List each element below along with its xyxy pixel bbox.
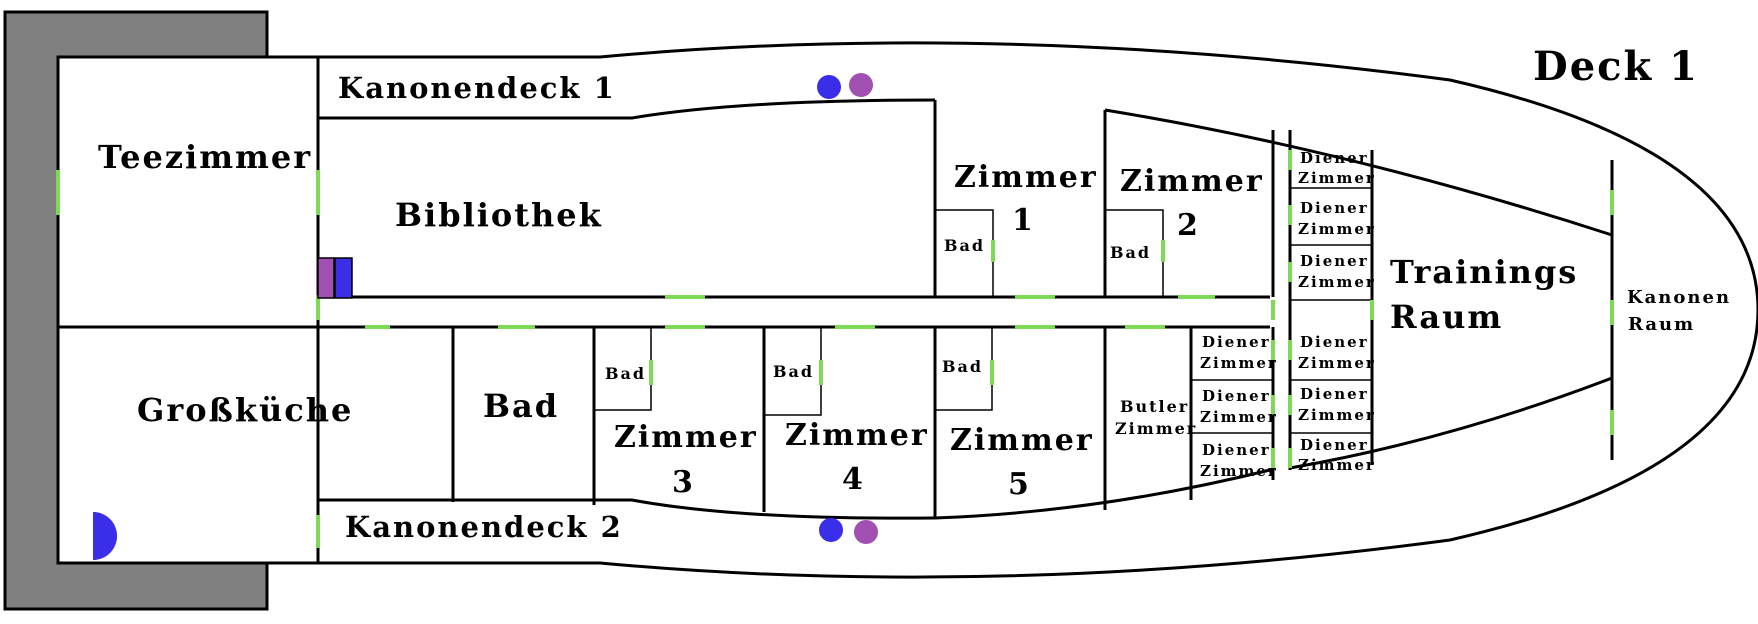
label-butler-zimmer-2: Zimmer [1115, 419, 1197, 438]
purple-marker-deck1 [849, 73, 873, 97]
label-diener-top-1b: Zimmer [1298, 169, 1376, 187]
label-butler-zimmer-1: Butler [1120, 397, 1189, 416]
label-bad-zimmer-4: Bad [773, 362, 814, 381]
label-diener-mid-1a: Diener [1202, 333, 1271, 351]
label-zimmer-2-number: 2 [1177, 208, 1200, 243]
label-diener-top-1a: Diener [1300, 149, 1369, 167]
label-diener-right-1b: Zimmer [1298, 354, 1376, 372]
label-diener-right-2a: Diener [1300, 385, 1369, 403]
label-zimmer-2: Zimmer [1120, 164, 1264, 199]
blue-marker-kitchen [93, 512, 117, 560]
label-diener-mid-2a: Diener [1202, 387, 1271, 405]
blue-marker-deck1 [817, 75, 841, 99]
blue-marker-library [334, 257, 353, 299]
label-kanonen-raum: Raum [1628, 314, 1695, 335]
label-kanonendeck-1: Kanonendeck 1 [338, 71, 616, 105]
label-diener-top-3b: Zimmer [1298, 273, 1376, 291]
label-diener-top-2b: Zimmer [1298, 220, 1376, 238]
label-bad-main: Bad [483, 387, 559, 425]
deck-title: Deck 1 [1533, 43, 1699, 90]
label-kanonen: Kanonen [1627, 287, 1731, 308]
label-diener-right-3a: Diener [1300, 436, 1369, 454]
label-diener-right-1a: Diener [1300, 333, 1369, 351]
label-zimmer-1: Zimmer [954, 160, 1098, 195]
label-bibliothek: Bibliothek [395, 196, 603, 234]
label-zimmer-5-number: 5 [1008, 467, 1031, 502]
label-grosskueche: Großküche [137, 391, 353, 429]
label-teezimmer: Teezimmer [98, 138, 312, 176]
label-diener-mid-2b: Zimmer [1200, 408, 1278, 426]
label-trainings-raum: Raum [1390, 298, 1503, 336]
label-bad-zimmer-5: Bad [942, 357, 983, 376]
label-bad-zimmer-2: Bad [1110, 243, 1151, 262]
label-diener-mid-3b: Zimmer [1200, 462, 1278, 480]
label-zimmer-3: Zimmer [614, 420, 758, 455]
label-zimmer-1-number: 1 [1012, 203, 1035, 238]
label-diener-right-2b: Zimmer [1298, 406, 1376, 424]
blue-marker-deck2 [819, 518, 843, 542]
label-diener-right-3b: Zimmer [1298, 456, 1376, 474]
label-zimmer-5: Zimmer [950, 423, 1094, 458]
label-trainings: Trainings [1390, 253, 1578, 291]
label-kanonendeck-2: Kanonendeck 2 [345, 510, 623, 544]
label-diener-mid-1b: Zimmer [1200, 354, 1278, 372]
label-bad-zimmer-1: Bad [944, 236, 985, 255]
label-zimmer-4-number: 4 [842, 462, 865, 497]
label-zimmer-3-number: 3 [672, 465, 695, 500]
purple-marker-library [317, 257, 335, 299]
label-diener-mid-3a: Diener [1202, 441, 1271, 459]
label-diener-top-2a: Diener [1300, 199, 1369, 217]
purple-marker-deck2 [854, 520, 878, 544]
label-zimmer-4: Zimmer [785, 418, 929, 453]
label-diener-top-3a: Diener [1300, 252, 1369, 270]
label-bad-zimmer-3: Bad [605, 364, 646, 383]
